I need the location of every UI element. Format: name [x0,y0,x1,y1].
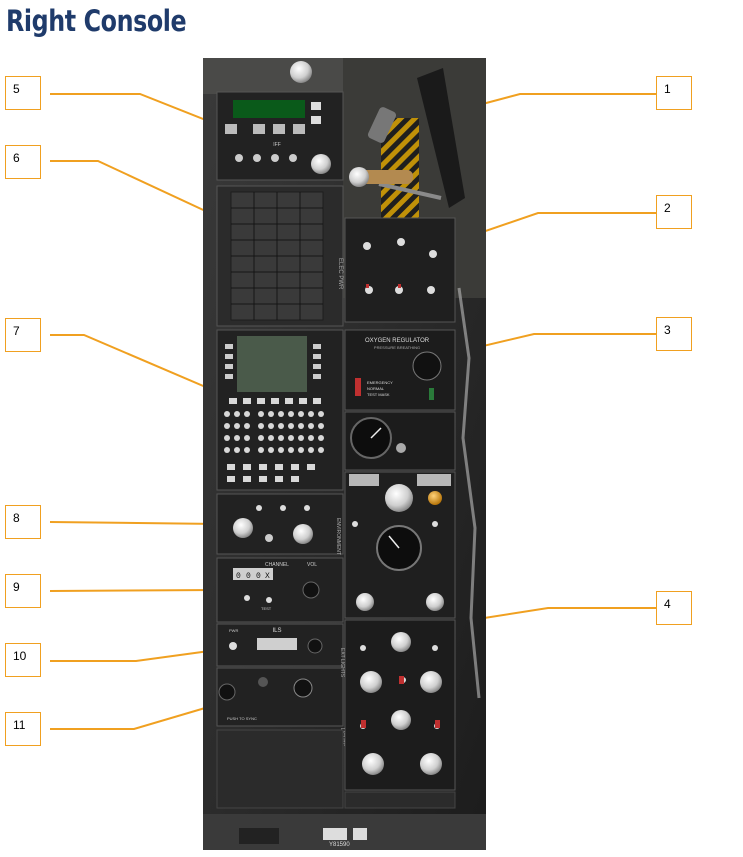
callout-5: 5 [5,76,41,110]
callout-1: 1 [656,76,692,110]
leader-line-10 [50,648,225,662]
svg-text:0: 0 [256,572,261,581]
top-knob-icon [290,61,312,83]
svg-text:TEST: TEST [261,606,272,611]
leader-line-6 [50,160,243,229]
svg-text:ILS: ILS [272,628,281,634]
svg-text:IFF: IFF [273,142,281,148]
svg-text:CHANNEL: CHANNEL [265,562,289,568]
svg-text:NORMAL: NORMAL [367,386,385,391]
callout-7: 7 [5,318,41,352]
svg-text:ELEC PWR: ELEC PWR [337,258,343,290]
svg-text:EXT LIGHTS: EXT LIGHTS [339,648,345,678]
page-title: Right Console [6,4,187,38]
svg-text:TEST MASK: TEST MASK [367,392,390,397]
svg-text:VOL: VOL [307,562,317,568]
svg-text:ENVIRONMENT: ENVIRONMENT [335,518,341,555]
leader-line-8 [49,521,221,525]
callout-9: 9 [5,574,41,608]
svg-text:X: X [265,572,270,581]
leader-line-7 [50,334,237,401]
callout-6: 6 [5,145,41,179]
leader-line-9 [49,589,219,592]
svg-text:Y81590: Y81590 [329,842,350,848]
svg-text:0: 0 [236,572,241,581]
svg-text:EMERGENCY: EMERGENCY [367,380,393,385]
svg-text:OXYGEN REGULATOR: OXYGEN REGULATOR [365,338,430,344]
svg-text:PUSH TO SYNC: PUSH TO SYNC [227,716,257,721]
callout-4: 4 [656,591,692,625]
callout-11: 11 [5,712,41,746]
svg-text:PWR: PWR [229,628,238,633]
callout-3: 3 [656,317,692,351]
right-console-image: IFF ELEC PWR OXYGEN REGULATOR PRES [203,58,486,850]
svg-text:0: 0 [246,572,251,581]
callout-10: 10 [5,643,41,677]
callout-2: 2 [656,195,692,229]
callout-8: 8 [5,505,41,539]
leader-line-11 [50,702,223,730]
svg-text:PRESSURE BREATHING: PRESSURE BREATHING [374,345,420,350]
